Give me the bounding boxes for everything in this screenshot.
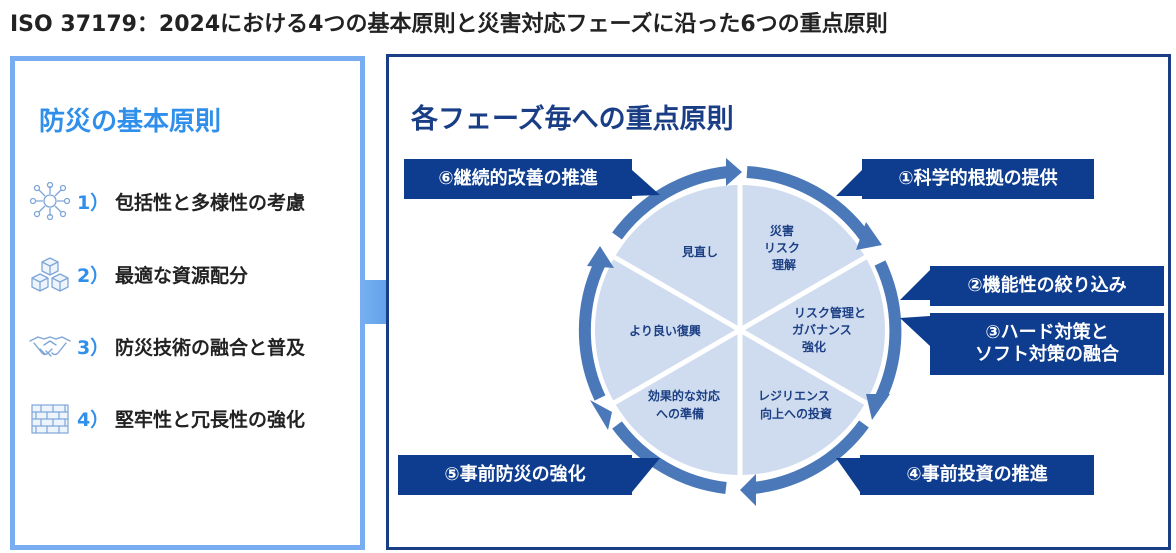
callout-hard-soft-fusion: ③ハード対策と ソフト対策の融合 (930, 313, 1164, 375)
principle-number: 2） (77, 264, 110, 287)
segment-label-resilience-investment: レジリエンス 向上への投資 (758, 389, 834, 421)
cycle-ring-arrows (578, 166, 902, 494)
principle-number: 3） (77, 336, 110, 359)
handshake-icon (27, 326, 73, 366)
segment-label-review: 見直し (681, 244, 718, 259)
segment-label-risk-understanding: 災害 リスク 理解 (764, 223, 804, 272)
callout-pre-disaster-prevention: ⑤事前防災の強化 (398, 455, 632, 495)
principle-item-2: 2） 最適な資源配分 (27, 254, 248, 294)
callout-label-line-2: ソフト対策の融合 (975, 344, 1119, 365)
principle-item-3: 3） 防災技術の融合と普及 (27, 326, 305, 366)
segment-label-risk-governance: リスク管理と ガバナンス 強化 (792, 305, 870, 354)
callout-label: ②機能性の絞り込み (967, 274, 1127, 296)
segment-label-build-back-better: より良い復興 (629, 323, 701, 338)
callout-scientific-evidence: ①科学的根拠の提供 (862, 159, 1094, 199)
principle-item-1: 1） 包括性と多様性の考慮 (27, 181, 305, 221)
brick-wall-icon (27, 398, 73, 438)
principle-label: 包括性と多様性の考慮 (115, 191, 306, 214)
page-title: ISO 37179：2024における4つの基本原則と災害対応フェーズに沿った6つ… (10, 12, 888, 37)
cycle-arrowheads (587, 158, 890, 506)
callout-continuous-improvement: ⑥継続的改善の推進 (404, 159, 632, 199)
principle-number: 1） (77, 191, 110, 214)
callout-functionality: ②機能性の絞り込み (930, 266, 1164, 306)
callout-label-line-1: ③ハード対策と (985, 321, 1109, 343)
cycle-diagram: 災害 リスク 理解 リスク管理と ガバナンス 強化 レジリエンス 向上への投資 … (578, 158, 902, 506)
principle-label: 防災技術の融合と普及 (115, 336, 306, 359)
stacked-cubes-icon (27, 254, 73, 294)
callout-prior-investment: ④事前投資の推進 (860, 455, 1094, 495)
callout-label: ①科学的根拠の提供 (898, 167, 1058, 189)
basic-principles-panel: 防災の基本原則 1） 包括性と多様性の考慮 (10, 56, 365, 550)
people-circle-icon (27, 181, 73, 221)
wheel-dividers (612, 184, 868, 476)
principle-item-4: 4） 堅牢性と冗長性の強化 (27, 398, 305, 438)
basic-principles-heading: 防災の基本原則 (39, 107, 222, 137)
phase-principles-heading: 各フェーズ毎への重点原則 (411, 104, 734, 135)
segment-label-response-preparation: 効果的な対応 への準備 (648, 388, 724, 421)
callout-label: ⑥継続的改善の推進 (438, 167, 598, 189)
principle-number: 4） (77, 408, 110, 431)
principle-label: 最適な資源配分 (115, 264, 249, 287)
callout-label: ⑤事前防災の強化 (444, 463, 586, 485)
callout-label: ④事前投資の推進 (906, 463, 1048, 485)
principle-label: 堅牢性と冗長性の強化 (115, 408, 306, 431)
